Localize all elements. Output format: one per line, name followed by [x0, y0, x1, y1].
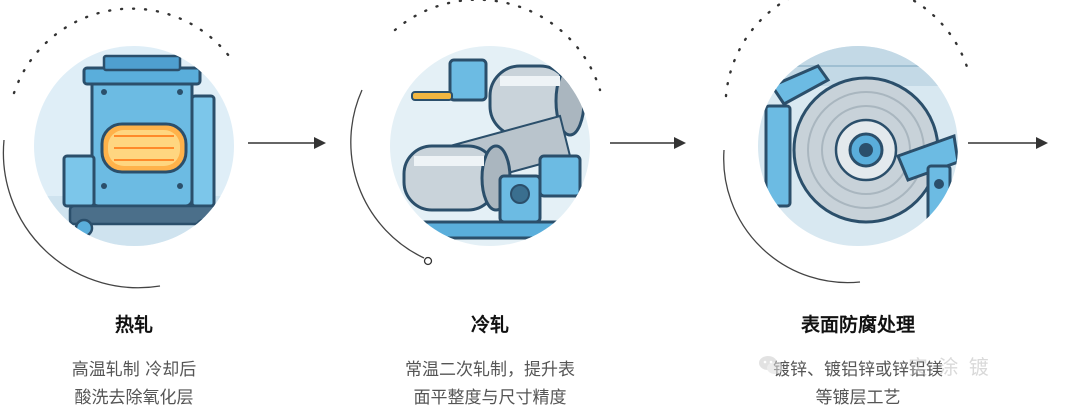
desc-line: 镀锌、镀铝锌或锌铝镁: [773, 360, 943, 380]
watermark-text: 实 涂 镀: [908, 354, 991, 379]
arc-endpoint-2: [423, 256, 433, 266]
arrow-head-1: [314, 137, 326, 149]
solid-arc-1: [2, 139, 161, 289]
desc-line: 常温二次轧制，提升表: [405, 360, 575, 380]
arrow-head-2: [674, 137, 686, 149]
wechat-icon: [759, 356, 783, 374]
solid-arc-3: [723, 149, 861, 284]
step-title: 热轧: [114, 314, 153, 336]
cold-rolling-rollers-icon: [390, 46, 590, 246]
hot-rolling-machine-icon: [34, 46, 234, 246]
arrow-head-3: [1036, 137, 1048, 149]
step-surface-anticorrosion: 表面防腐处理 镀锌、镀铝锌或锌铝镁 等镀层工艺: [720, 0, 1080, 409]
solid-arc-2: [350, 89, 425, 259]
step-description: 常温二次轧制，提升表 面平整度与尺寸精度: [370, 356, 610, 412]
steel-coil-coating-icon: [758, 46, 958, 246]
watermark: 实 涂 镀: [758, 348, 1058, 382]
dotted-arc-2: [393, 0, 602, 92]
step-description: 镀锌、镀铝锌或锌铝镁 等镀层工艺: [738, 356, 978, 412]
desc-line: 等镀层工艺: [815, 388, 901, 408]
step-title: 冷轧: [470, 314, 509, 336]
step-description: 高温轧制 冷却后 酸洗去除氧化层: [14, 356, 254, 412]
step-title: 表面防腐处理: [800, 314, 915, 336]
desc-line: 面平整度与尺寸精度: [413, 388, 567, 408]
desc-line: 高温轧制 冷却后: [71, 360, 197, 380]
step-cold-rolling: 冷轧 常温二次轧制，提升表 面平整度与尺寸精度: [360, 0, 720, 409]
desc-line: 酸洗去除氧化层: [74, 388, 194, 408]
step-hot-rolling: 热轧 高温轧制 冷却后 酸洗去除氧化层: [0, 0, 360, 409]
